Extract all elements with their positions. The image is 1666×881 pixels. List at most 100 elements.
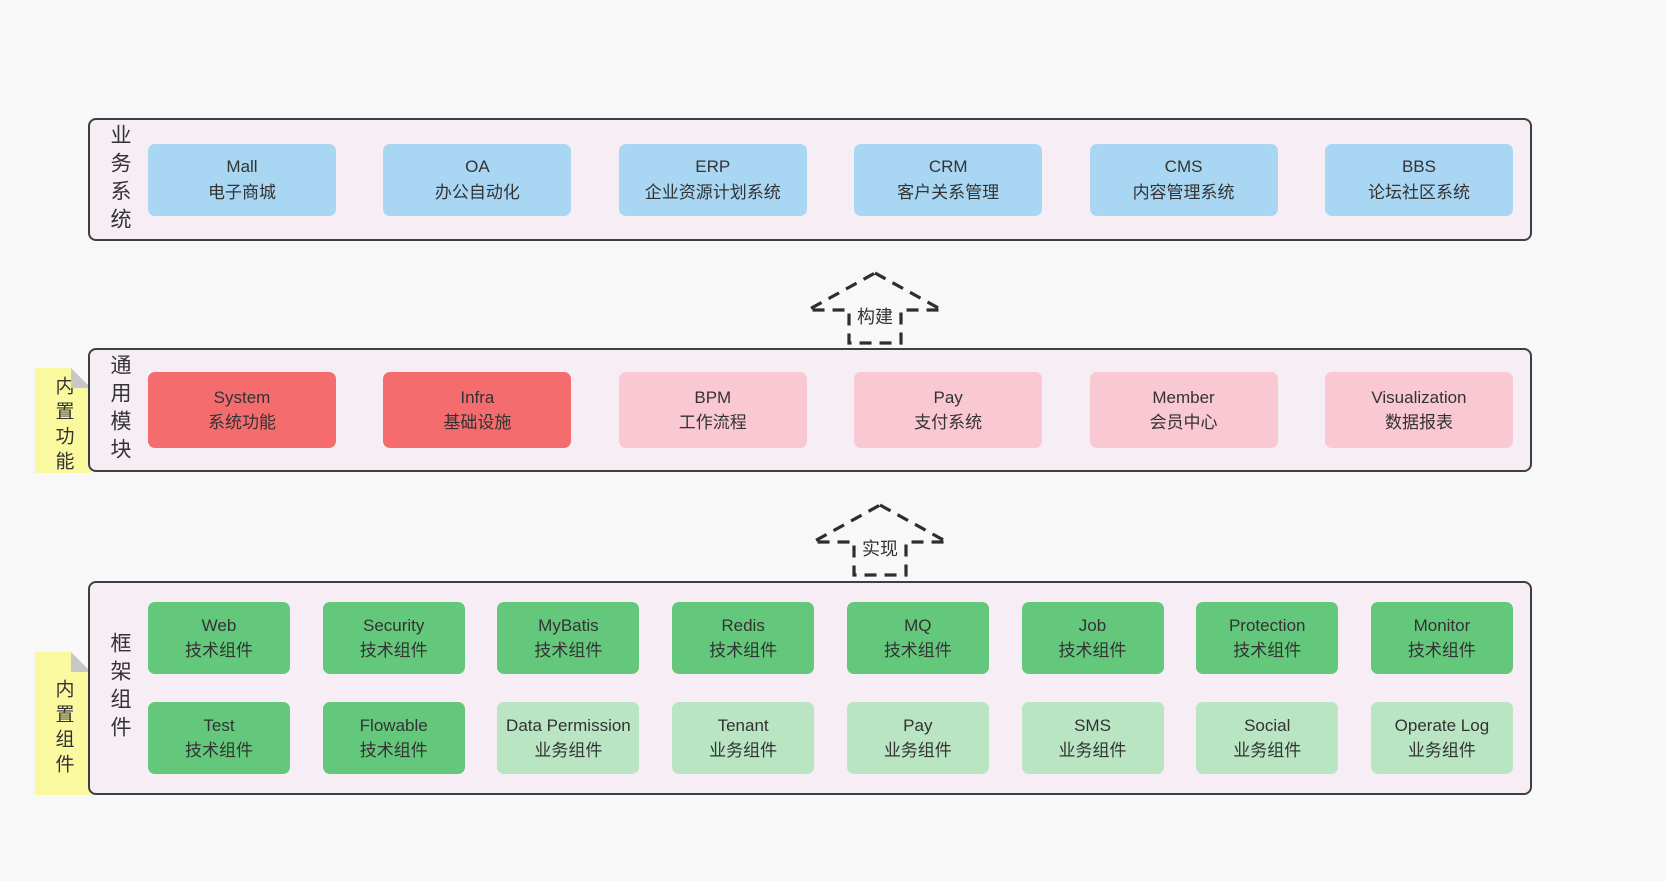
box-oa: OA 办公自动化 (383, 143, 572, 216)
layer-business-systems: 业务系统 Mall 电子商城 OA 办公自动化 ERP 企业资源计划系统 CRM… (88, 118, 1532, 241)
box-subtitle: 客户关系管理 (897, 182, 1000, 202)
box-title: Visualization (1371, 387, 1467, 407)
box-job: Job 技术组件 (1021, 602, 1164, 674)
sticky-note-text: 内置组件 (52, 678, 74, 779)
layer-common-modules: 通用模块 System 系统功能 Infra 基础设施 BPM 工作流程 Pay… (88, 348, 1532, 472)
box-bpm: BPM 工作流程 (618, 372, 807, 448)
box-subtitle: 电子商城 (208, 182, 276, 202)
build-arrow-label: 构建 (853, 301, 897, 331)
box-title: Protection (1228, 615, 1306, 635)
box-subtitle: 企业资源计划系统 (644, 182, 781, 202)
box-data-permission: Data Permission 业务组件 (497, 702, 640, 774)
box-subtitle: 技术组件 (1233, 641, 1302, 660)
box-redis: Redis 技术组件 (672, 602, 815, 674)
box-mq: MQ 技术组件 (846, 602, 989, 674)
layer-label-text: 框架组件 (108, 632, 131, 744)
box-title: Redis (721, 615, 765, 635)
box-subtitle: 基础设施 (443, 413, 512, 432)
box-mall: Mall 电子商城 (148, 143, 336, 216)
box-sms: SMS 业务组件 (1021, 702, 1164, 774)
layer-label-framework-components: 框架组件 (90, 583, 148, 793)
box-title: Infra (460, 387, 495, 407)
box-infra: Infra 基础设施 (383, 372, 572, 448)
box-subtitle: 业务组件 (709, 741, 778, 760)
box-subtitle: 系统功能 (208, 413, 276, 432)
layer-label-text: 通用模块 (108, 354, 131, 466)
box-member: Member 会员中心 (1089, 372, 1278, 448)
box-title: Social (1244, 715, 1291, 735)
box-title: OA (465, 157, 490, 176)
box-title: SMS (1074, 715, 1111, 735)
implement-arrow: 实现 (810, 503, 950, 577)
box-subtitle: 技术组件 (359, 641, 428, 660)
box-title: Security (362, 615, 425, 635)
layer-label-common-modules: 通用模块 (90, 350, 148, 470)
dashed-up-arrow-icon (812, 503, 948, 577)
box-subtitle: 技术组件 (883, 641, 952, 660)
box-title: BPM (694, 387, 732, 407)
box-pay-component: Pay 业务组件 (846, 702, 989, 774)
box-title: Data Permission (506, 715, 631, 735)
dashed-up-arrow-icon (807, 271, 943, 345)
box-title: ERP (695, 157, 731, 176)
box-social: Social 业务组件 (1196, 702, 1339, 774)
box-title: CRM (928, 157, 968, 176)
sticky-note-text: 内置功能 (52, 375, 74, 476)
box-subtitle: 论坛社区系统 (1367, 182, 1470, 202)
box-operate-log: Operate Log 业务组件 (1370, 702, 1513, 774)
box-subtitle: 技术组件 (359, 741, 428, 760)
box-subtitle: 技术组件 (709, 641, 778, 660)
box-bbs: BBS 论坛社区系统 (1324, 143, 1513, 216)
box-subtitle: 业务组件 (534, 741, 603, 760)
box-title: Pay (933, 387, 963, 407)
box-subtitle: 会员中心 (1149, 413, 1218, 432)
box-test: Test 技术组件 (148, 702, 290, 774)
box-subtitle: 业务组件 (1058, 741, 1127, 760)
layer-framework-components: 框架组件 Web 技术组件 Security 技术组件 MyBatis 技术组件… (88, 581, 1532, 795)
build-arrow: 构建 (805, 271, 945, 345)
box-subtitle: 业务组件 (883, 741, 952, 760)
box-title: Pay (903, 715, 933, 735)
box-title: Mall (226, 157, 258, 176)
box-title: Web (201, 615, 237, 635)
box-subtitle: 工作流程 (678, 413, 747, 432)
box-protection: Protection 技术组件 (1196, 602, 1339, 674)
box-subtitle: 技术组件 (1407, 641, 1476, 660)
box-title: System (213, 387, 271, 407)
box-title: BBS (1401, 157, 1436, 176)
framework-components-grid: Web 技术组件 Security 技术组件 MyBatis 技术组件 Redi… (148, 583, 1530, 793)
box-crm: CRM 客户关系管理 (854, 143, 1043, 216)
box-subtitle: 技术组件 (534, 641, 603, 660)
box-system: System 系统功能 (148, 372, 336, 448)
layer-label-business-systems: 业务系统 (90, 120, 148, 239)
box-pay-module: Pay 支付系统 (854, 372, 1043, 448)
box-subtitle: 业务组件 (1233, 741, 1302, 760)
box-subtitle: 内容管理系统 (1132, 182, 1235, 202)
box-subtitle: 数据报表 (1384, 413, 1453, 432)
box-tenant: Tenant 业务组件 (672, 702, 815, 774)
box-web: Web 技术组件 (148, 602, 290, 674)
framework-components-row-1: Web 技术组件 Security 技术组件 MyBatis 技术组件 Redi… (148, 602, 1513, 674)
layer-label-text: 业务系统 (108, 123, 131, 236)
box-cms: CMS 内容管理系统 (1089, 143, 1278, 216)
box-security: Security 技术组件 (322, 602, 465, 674)
box-title: Test (203, 715, 235, 735)
box-title: Job (1078, 615, 1107, 635)
box-title: Tenant (717, 715, 769, 735)
box-visualization: Visualization 数据报表 (1324, 372, 1513, 448)
box-subtitle: 支付系统 (914, 413, 983, 432)
box-title: MQ (904, 615, 932, 635)
box-mybatis: MyBatis 技术组件 (497, 602, 640, 674)
sticky-note-built-in-components: 内置组件 (35, 652, 91, 795)
sticky-note-built-in-features: 内置功能 (35, 368, 91, 473)
box-monitor: Monitor 技术组件 (1370, 602, 1513, 674)
box-subtitle: 技术组件 (1058, 641, 1127, 660)
box-subtitle: 技术组件 (185, 641, 253, 660)
box-title: MyBatis (538, 615, 599, 635)
framework-components-row-2: Test 技术组件 Flowable 技术组件 Data Permission … (148, 702, 1513, 774)
box-title: Operate Log (1394, 715, 1490, 735)
box-subtitle: 技术组件 (185, 741, 253, 760)
box-title: Flowable (359, 715, 428, 735)
implement-arrow-label: 实现 (858, 533, 902, 563)
box-erp: ERP 企业资源计划系统 (618, 143, 807, 216)
